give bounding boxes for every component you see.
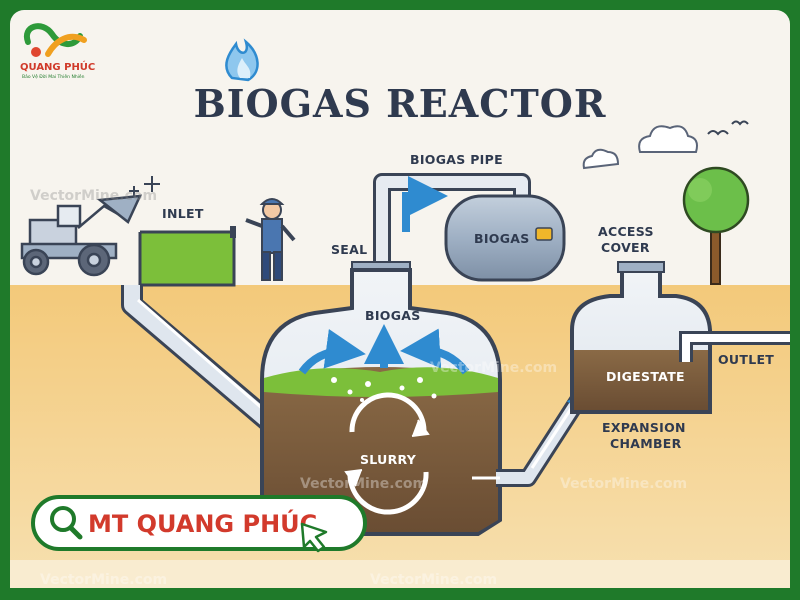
inlet-bin [138, 226, 236, 287]
watermark: VectorMine.com [370, 572, 497, 588]
label-seal: SEAL [331, 242, 367, 257]
label-expansion: EXPANSION [602, 420, 686, 435]
magnifier-icon [50, 506, 83, 540]
watermark: VectorMine.com [560, 476, 687, 492]
label-biogas-dome: BIOGAS [365, 308, 421, 323]
birds [707, 120, 749, 136]
brand-tagline: Bảo Vệ Đời Mai Thiên Nhiên [22, 73, 85, 80]
sparkle-icons [129, 176, 160, 196]
search-badge[interactable]: MT QUANG PHÚC [31, 495, 367, 553]
tractor [20, 194, 143, 277]
farmer-figure [245, 198, 296, 281]
label-access: ACCESS [598, 224, 654, 239]
label-biogas-pipe: BIOGAS PIPE [410, 152, 503, 167]
label-outlet: OUTLET [718, 352, 774, 367]
expansion-chamber [570, 261, 790, 414]
label-biogas-tank: BIOGAS [474, 231, 530, 246]
label-inlet: INLET [162, 206, 204, 221]
label-slurry: SLURRY [360, 452, 417, 467]
inlet-pipe [121, 285, 296, 447]
cloud-icon [582, 125, 698, 170]
page-title: BIOGAS REACTOR [194, 81, 607, 126]
watermark: VectorMine.com [300, 476, 427, 492]
tree [682, 166, 750, 285]
watermark: VectorMine.com [430, 360, 557, 376]
gas-storage-tank [444, 194, 566, 282]
circulation-arrows [344, 392, 430, 515]
flame-icon [225, 38, 259, 82]
reactor-vessel [260, 268, 502, 536]
ground-bottom-strip [10, 560, 790, 588]
access-cover [617, 261, 665, 273]
label-chamber: CHAMBER [610, 436, 682, 451]
brand-logo: QUANG PHÚC Bảo Vệ Đời Mai Thiên Nhiên [20, 23, 95, 80]
label-cover: COVER [601, 240, 650, 255]
biogas-pipe [373, 173, 531, 265]
brand-name: QUANG PHÚC [20, 60, 95, 73]
watermark: VectorMine.com [30, 188, 157, 204]
label-digestate: DIGESTATE [606, 369, 685, 384]
cursor-icon [300, 522, 328, 553]
watermark: VectorMine.com [40, 572, 167, 588]
search-badge-text: MT QUANG PHÚC [88, 508, 317, 538]
